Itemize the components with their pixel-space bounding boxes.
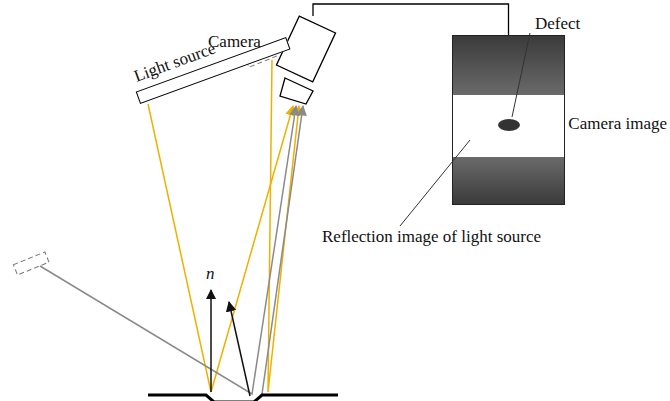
node-label: Camera bbox=[208, 32, 261, 52]
normal-symbol: n bbox=[206, 264, 215, 284]
defect-mark bbox=[498, 119, 520, 131]
camera-image-bands bbox=[452, 35, 565, 205]
light-source: Light source bbox=[128, 14, 291, 103]
camera-cable bbox=[313, 4, 509, 35]
callout-label: Defect bbox=[535, 14, 580, 34]
node-label: Camera image bbox=[568, 114, 667, 134]
leader-line bbox=[512, 33, 530, 117]
light-rays bbox=[40, 60, 303, 394]
leader-line bbox=[400, 140, 470, 226]
surface-normal bbox=[211, 290, 250, 396]
camera-image-box: Camera image bbox=[452, 35, 565, 205]
camera-node: Camera bbox=[280, 14, 334, 106]
inspected-surface bbox=[148, 395, 338, 401]
callout-label: Reflection image of light source bbox=[322, 227, 541, 247]
camera-symbol bbox=[276, 16, 335, 104]
